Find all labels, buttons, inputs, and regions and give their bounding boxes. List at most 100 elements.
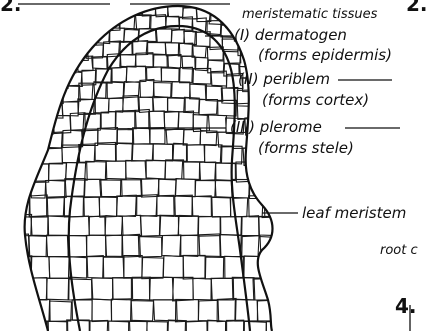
tissue-cell (49, 301, 72, 321)
tissue-cell (137, 195, 157, 217)
tissue-cell (11, 41, 24, 53)
tissue-cell (173, 277, 194, 301)
tissue-cell (158, 179, 176, 196)
tissue-cell (178, 111, 193, 130)
tissue-cell (39, 54, 57, 67)
label-dermatogen-note: (forms epidermis) (258, 47, 392, 64)
tissue-cell (122, 215, 142, 235)
tissue-cell (111, 67, 127, 82)
tissue-cell (282, 197, 304, 218)
tissue-cell (120, 54, 136, 67)
tissue-cell (259, 216, 279, 235)
tissue-cell (275, 300, 297, 322)
tissue-cell (31, 216, 49, 236)
tissue-cell (9, 110, 27, 124)
tissue-cell (162, 235, 181, 256)
tissue-cell (70, 34, 83, 48)
tissue-cell (185, 321, 207, 331)
tissue-cell (26, 58, 41, 70)
tissue-cell (47, 197, 65, 217)
tissue-cell (61, 61, 76, 73)
tissue-cell (11, 61, 27, 75)
tissue-cell (244, 321, 266, 331)
tissue-cell (115, 110, 136, 128)
tissue-cell (53, 36, 71, 50)
tissue-cell (274, 279, 295, 300)
tissue-cell (96, 7, 113, 18)
tissue-cell (46, 278, 69, 300)
label-leaf-meristem: leaf meristem (302, 205, 406, 222)
tissue-cell (140, 216, 160, 237)
label-meristematic-tissues: meristematic tissues (242, 6, 377, 23)
tissue-cell (64, 196, 83, 217)
tissue-cell (10, 278, 28, 300)
tissue-cell (199, 162, 216, 180)
tissue-cell (68, 10, 83, 23)
tissue-cell (101, 112, 116, 130)
tissue-cell (132, 144, 154, 161)
tissue-cell (162, 68, 180, 82)
tissue-cell (149, 277, 173, 300)
tissue-cell (49, 257, 70, 279)
tissue-cell (46, 180, 67, 198)
tissue-cell (154, 55, 169, 67)
tissue-cell (9, 94, 25, 110)
tissue-cell (88, 20, 105, 32)
tissue-cell (100, 180, 122, 197)
tissue-cell (106, 235, 123, 256)
tissue-cell (180, 235, 198, 256)
tissue-cell (164, 112, 179, 131)
tissue-cell (257, 300, 275, 321)
tissue-cell (38, 118, 53, 134)
tissue-cell (103, 257, 124, 278)
tissue-cell (155, 29, 171, 42)
tissue-cell (167, 55, 181, 68)
tissue-cell (279, 216, 296, 237)
tissue-cell (31, 256, 50, 278)
tissue-cell (140, 80, 154, 98)
tissue-cell (171, 29, 184, 43)
tissue-cell (10, 83, 24, 98)
tissue-cell (23, 23, 39, 35)
tissue-cell (153, 144, 172, 161)
tissue-cell (99, 197, 117, 217)
tissue-cell (178, 215, 198, 235)
tissue-cell (82, 8, 97, 20)
label-root-cap: root c (380, 242, 418, 259)
tissue-cell (113, 3, 129, 16)
tissue-cell (205, 257, 223, 279)
tissue-cell (41, 40, 55, 54)
tissue-cell (211, 278, 234, 300)
tissue-cell (11, 320, 30, 331)
tissue-cell (40, 30, 55, 43)
tissue-cell (116, 143, 133, 161)
tissue-cell (149, 111, 165, 129)
tissue-cell (131, 301, 154, 321)
tissue-cell (105, 216, 123, 236)
tissue-cell (45, 132, 62, 149)
tissue-cell (199, 234, 220, 257)
tissue-cell (105, 161, 126, 179)
tissue-cell (212, 197, 231, 217)
tissue-cell (68, 236, 87, 258)
tissue-cell (276, 235, 295, 257)
tissue-cell (69, 216, 90, 236)
tissue-cell (163, 256, 183, 279)
tissue-cell (153, 96, 168, 111)
tissue-cell (192, 196, 211, 217)
tissue-cell (92, 299, 111, 321)
tissue-cell (124, 29, 139, 42)
tissue-cell (25, 92, 44, 107)
tissue-cell (187, 145, 205, 162)
tissue-cell (107, 82, 124, 99)
tissue-cell (24, 148, 41, 165)
tissue-cell (42, 88, 63, 104)
tissue-cell (217, 299, 236, 322)
figure-number-top-left: 2. (0, 0, 22, 14)
tissue-cell (270, 164, 287, 185)
tissue-cell (205, 86, 223, 101)
tissue-cell (166, 129, 184, 144)
tissue-cell (175, 195, 193, 216)
tissue-cell (84, 179, 102, 197)
tissue-cell (146, 160, 165, 179)
